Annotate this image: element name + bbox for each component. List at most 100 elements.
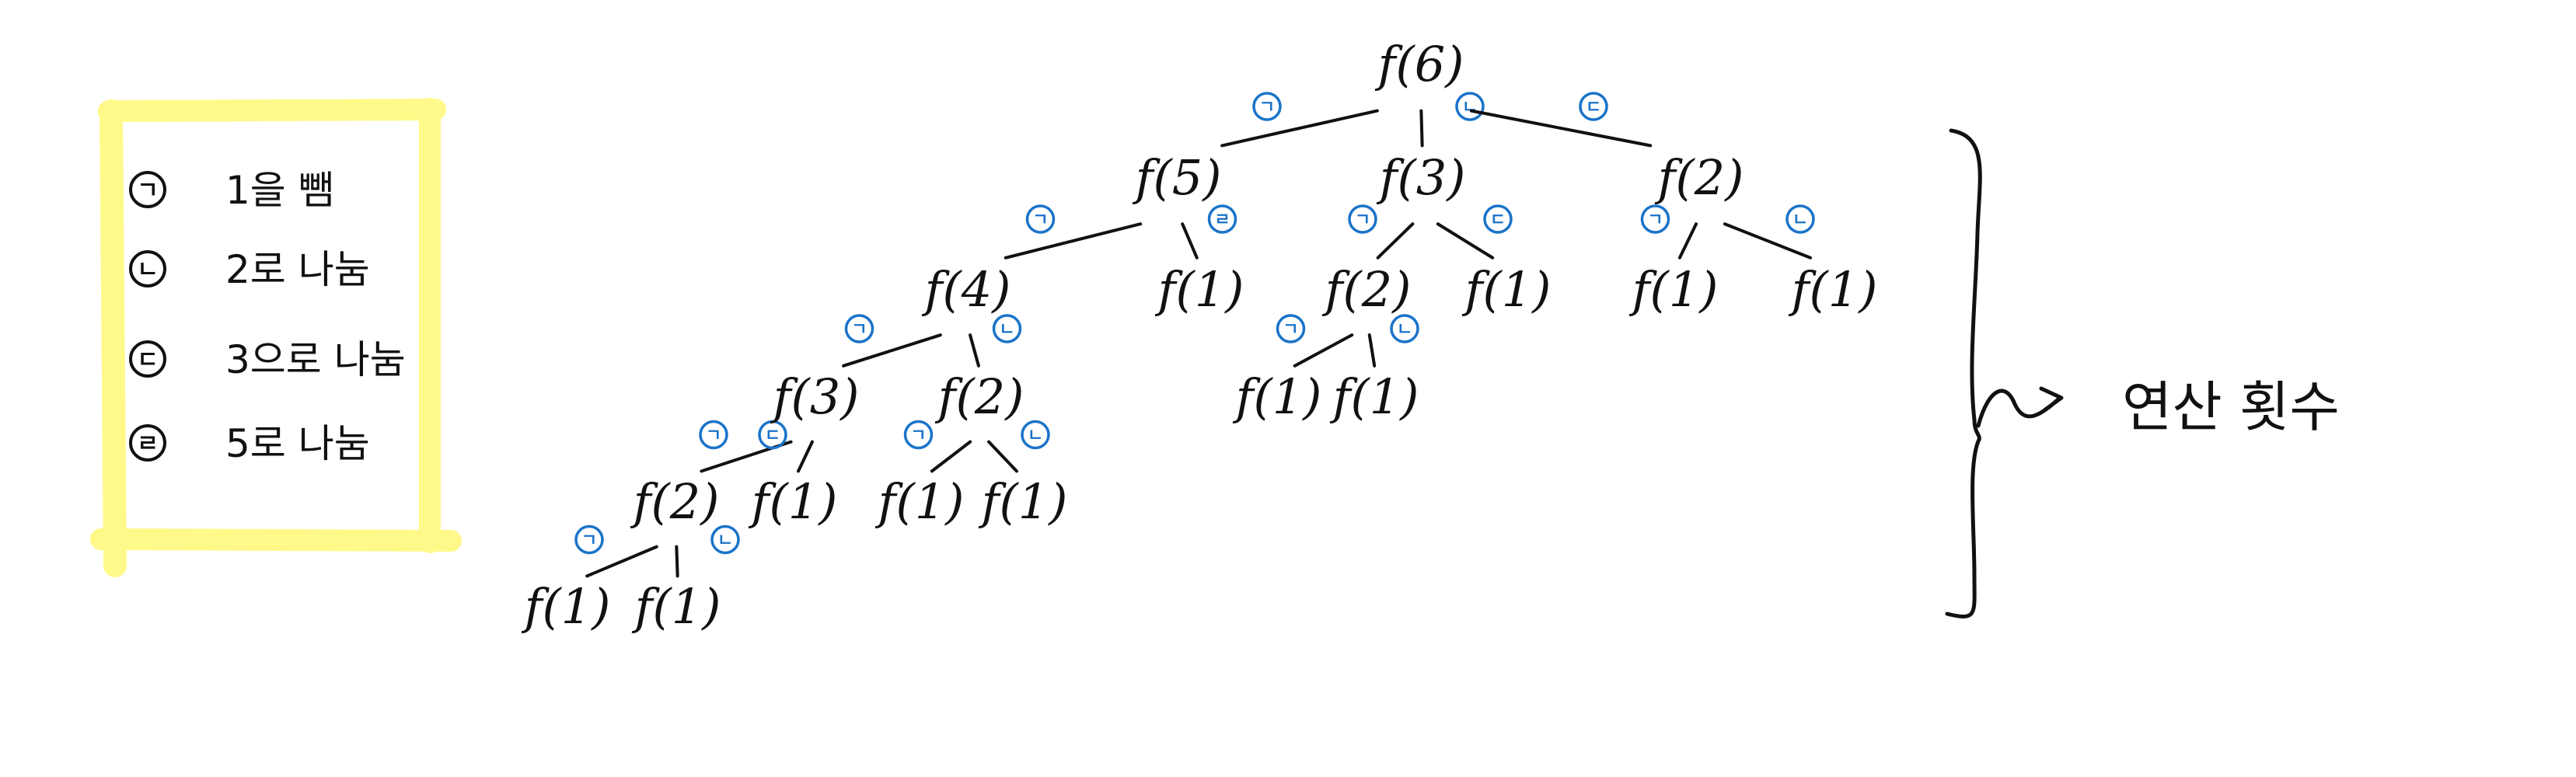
edge-label-badge: ㄱ	[574, 524, 604, 555]
tree-node: f(3)	[770, 368, 860, 425]
tree-node: f(1)	[979, 473, 1068, 530]
edge-label-badge: ㄱ	[1025, 204, 1056, 234]
right-curly-brace-icon	[1945, 128, 1982, 618]
legend-item-divide-two: ㄴ 2로 나눔	[129, 247, 370, 292]
edge-label-badge: ㄷ	[1579, 92, 1608, 121]
tree-edge	[969, 333, 980, 368]
tree-node: f(1)	[749, 473, 838, 530]
legend-marker: ㄷ	[137, 347, 159, 374]
tree-edge	[1293, 333, 1354, 368]
tree-node: f(1)	[632, 578, 721, 635]
tree-edge	[675, 545, 679, 578]
edge-label-circle	[1021, 420, 1050, 450]
legend-marker-circle	[129, 250, 166, 287]
legend: ㄱ 1을 뺌 ㄴ 2로 나눔 ㄷ 3으로 나눔 ㄹ 5로 나눔	[90, 98, 462, 577]
edge-label-circle	[1025, 204, 1056, 234]
legend-text: 5로 나눔	[225, 421, 370, 466]
edge-label-circle	[1785, 204, 1815, 234]
tree-node: f(1)	[1629, 261, 1719, 318]
tree-node: f(1)	[1789, 261, 1878, 318]
legend-item-divide-three: ㄷ 3으로 나눔	[129, 337, 406, 382]
legend-marker-circle	[129, 340, 166, 378]
edge-label: ㄱ	[1032, 211, 1048, 230]
tree-edge	[1376, 222, 1415, 260]
edge-label-badge: ㄱ	[1640, 204, 1670, 234]
edge-label: ㄷ	[1490, 211, 1506, 230]
tree-edge	[1419, 109, 1424, 148]
operation-count-label: 연산 횟수	[2122, 375, 2340, 439]
result-annotation: 연산 횟수	[1945, 128, 2340, 618]
tree-node: f(6)	[1375, 36, 1464, 92]
edge-label-circle	[699, 420, 728, 450]
edge-label: ㄴ	[999, 320, 1014, 340]
tree-edge	[1436, 222, 1495, 260]
squiggly-arrow-icon	[1976, 386, 2064, 428]
edge-label: ㄱ	[1355, 211, 1370, 230]
legend-marker-circle	[129, 424, 166, 462]
tree-edge	[1469, 109, 1653, 148]
tree-node: f(2)	[1322, 261, 1412, 318]
edge-label: ㄴ	[717, 531, 733, 551]
edge-label-circle	[903, 420, 934, 450]
tree-edge	[797, 440, 814, 473]
edge-label-badge: ㄱ	[1252, 92, 1282, 121]
tree-edge	[1181, 222, 1199, 260]
edge-label-badge: ㄱ	[844, 314, 874, 343]
edge-label: ㄱ	[1259, 98, 1275, 117]
legend-text: 1을 뺌	[225, 168, 334, 213]
edge-label-circle	[1579, 92, 1608, 121]
legend-item-subtract-one: ㄱ 1을 뺌	[129, 168, 334, 213]
edge-label-badge: ㄴ	[1785, 204, 1815, 234]
edge-label-circle	[1455, 92, 1485, 121]
edge-label-circle	[1252, 92, 1282, 121]
tree-node: f(1)	[875, 473, 965, 530]
tree-node: f(2)	[935, 368, 1024, 425]
edge-label-circle	[844, 314, 874, 343]
edge-label-circle	[1207, 204, 1237, 234]
edge-label: ㄹ	[1214, 211, 1230, 230]
legend-highlight-frame	[90, 98, 462, 577]
edge-label: ㄴ	[1462, 98, 1478, 117]
tree-node: f(1)	[522, 578, 611, 635]
edge-label: ㄴ	[1397, 320, 1412, 340]
edge-label-badge: ㄴ	[710, 524, 740, 555]
edge-label-circle	[1640, 204, 1670, 234]
tree-node: f(3)	[1377, 149, 1466, 206]
edge-label-badge: ㄴ	[992, 314, 1022, 343]
tree-edge	[1677, 222, 1698, 260]
legend-marker: ㄹ	[137, 430, 159, 458]
tree-node: f(5)	[1133, 149, 1222, 206]
tree-edge	[585, 545, 658, 578]
edge-label-badge: ㄱ	[1348, 204, 1377, 234]
edge-label-circle	[1276, 314, 1306, 343]
edge-label: ㄱ	[1647, 211, 1663, 230]
edge-label-badge: ㄴ	[1021, 420, 1050, 450]
tree-edge	[1004, 222, 1143, 260]
edge-label: ㄱ	[1283, 320, 1298, 340]
edge-label-badge: ㄹ	[1207, 204, 1237, 234]
tree-node: f(1)	[1330, 368, 1419, 425]
tree-edge	[930, 440, 972, 473]
legend-marker-circle	[129, 171, 166, 208]
tree-node: f(2)	[630, 473, 720, 530]
edge-label-badge: ㄴ	[1390, 314, 1419, 343]
legend-text: 3으로 나눔	[225, 337, 406, 382]
edge-label-badge: ㄴ	[1455, 92, 1485, 121]
edge-label-badge: ㄱ	[903, 420, 934, 450]
edge-label-circle	[1483, 204, 1513, 234]
tree-node: f(1)	[1233, 368, 1322, 425]
tree-node: f(2)	[1655, 149, 1744, 206]
edge-label-circle	[710, 524, 740, 555]
edge-label: ㄴ	[1028, 427, 1043, 446]
legend-text: 2로 나눔	[225, 247, 370, 292]
edge-label: ㄱ	[706, 427, 721, 446]
edge-label: ㄱ	[581, 531, 597, 551]
legend-marker: ㄱ	[137, 177, 159, 204]
tree-node: f(1)	[1155, 261, 1244, 318]
tree-edge	[987, 440, 1018, 473]
edge-label-badge: ㄱ	[1276, 314, 1306, 343]
legend-item-divide-five: ㄹ 5로 나눔	[129, 421, 370, 466]
tree-node: f(1)	[1462, 261, 1552, 318]
